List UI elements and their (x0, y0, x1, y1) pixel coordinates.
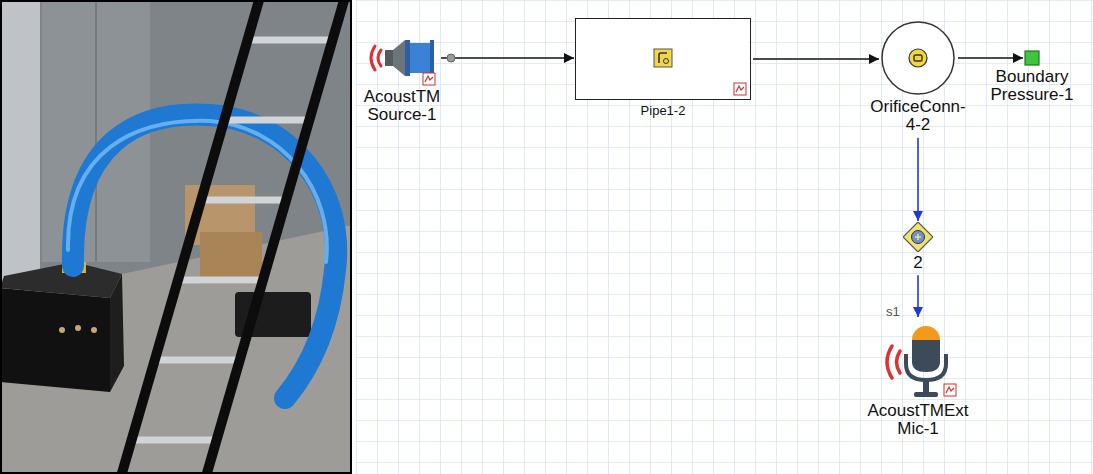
door-left (0, 0, 40, 300)
peg (91, 327, 97, 333)
floor (0, 0, 352, 474)
node-label: OrificeConn- 4-2 (863, 98, 973, 135)
connector-group (958, 58, 1023, 59)
connector-dot (447, 54, 455, 62)
ladder-rails (120, 0, 347, 474)
node-label: 2 (898, 254, 938, 272)
connector-group (753, 59, 879, 60)
node-label: AcoustTM Source-1 (354, 88, 450, 125)
crate (200, 232, 262, 284)
connector-group (441, 54, 574, 62)
pipe-node: Pipe1-2 (575, 18, 751, 118)
peg (75, 325, 81, 331)
boundary-node: Boundary Pressure-1 (984, 50, 1080, 105)
speaker-node: AcoustTM Source-1 (354, 30, 450, 125)
graph-icon (423, 73, 435, 85)
connector (441, 57, 574, 59)
graph-icon (734, 83, 746, 95)
peg (59, 327, 65, 333)
node-label: Pipe1-2 (575, 104, 751, 118)
microphone-symbol (878, 318, 958, 400)
connector-group (918, 275, 919, 317)
orifice-node: OrificeConn- 4-2 (863, 20, 973, 135)
connector-group (918, 138, 919, 221)
box-side (110, 274, 124, 392)
node-label: AcoustTMExt Mic-1 (858, 402, 978, 439)
door-seam (95, 0, 97, 262)
source-symbol (365, 30, 439, 86)
orifice-symbol (880, 20, 956, 96)
pipe-symbol (576, 19, 749, 98)
mic-node: AcoustTMExt Mic-1 (858, 318, 978, 439)
pipe-box (575, 18, 751, 100)
connector (917, 138, 919, 221)
diamond-node: 2 (898, 222, 938, 272)
photo-frame (1, 1, 351, 473)
junction-diamond (903, 222, 933, 252)
connector (753, 58, 879, 60)
connector (958, 57, 1023, 59)
port-label: s1 (886, 304, 900, 319)
grid (356, 0, 1093, 474)
boundary-symbol (1024, 50, 1040, 66)
box-front (0, 288, 110, 392)
connector (917, 275, 919, 317)
graph-icon (944, 384, 956, 396)
node-label: Boundary Pressure-1 (984, 68, 1080, 105)
photo (0, 0, 352, 474)
box-top (0, 262, 122, 298)
